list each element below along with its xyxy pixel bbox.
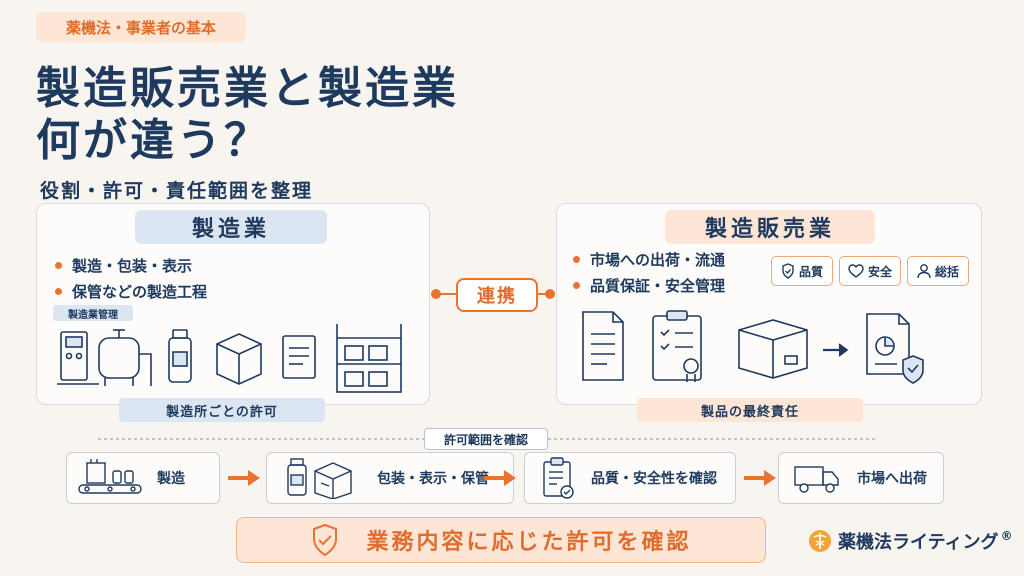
link-pill: 連携 <box>456 278 538 312</box>
marketing-heading: 製造販売業 <box>665 210 875 244</box>
page-title-line2: 何が違う？ <box>36 115 271 166</box>
person-icon <box>917 264 931 279</box>
bullet-item: 品質保証・安全管理 <box>573 272 725 298</box>
manufacturing-bullets: 製造・包装・表示 保管などの製造工程 <box>55 252 207 304</box>
bullet-item: 市場への出荷・流通 <box>573 246 725 272</box>
factory-conveyor-icon <box>78 459 142 494</box>
caduceus-logo-icon <box>809 530 831 552</box>
flow-arrow-icon <box>228 470 260 486</box>
flow-step-ship: 市場へ出荷 <box>778 452 944 504</box>
flow-step-label: 製造 <box>157 471 185 487</box>
bottle-box-icon <box>287 458 352 499</box>
truck-icon <box>794 466 839 493</box>
marketing-panel: 製造販売業 市場への出荷・流通 品質保証・安全管理 品質 安全 総括 <box>556 203 982 422</box>
flow-step-label: 包装・表示・保管 <box>377 471 489 487</box>
page-subtitle: 役割・許可・責任範囲を整理 <box>40 180 314 202</box>
manufacturing-heading: 製造業 <box>135 210 327 244</box>
permit-range-tag: 許可範囲を確認 <box>424 428 548 450</box>
flow-step-packaging: 包装・表示・保管 <box>266 452 514 504</box>
flow-arrow-icon <box>484 470 516 486</box>
marketing-footer: 製品の最終責任 <box>637 398 863 422</box>
badge-safety: 安全 <box>839 256 901 286</box>
shield-check-icon <box>313 523 338 557</box>
manufacturing-manager-tag: 製造業管理 <box>53 305 133 321</box>
badge-quality: 品質 <box>771 256 833 286</box>
confirm-label: 業務内容に応じた許可を確認 <box>366 530 692 555</box>
brand-logo: 薬機法ライティング ® <box>808 528 1013 554</box>
manufacturing-footer: 製造所ごとの許可 <box>119 398 325 422</box>
page-title-line1: 製造販売業と製造業 <box>36 63 459 114</box>
shield-check-icon <box>782 263 794 279</box>
flow-arrow-icon <box>744 470 776 486</box>
brand-name: 薬機法ライティング <box>838 532 999 553</box>
flow-step-label: 品質・安全性を確認 <box>591 471 717 487</box>
flow-step-manufacture: 製造 <box>66 452 220 504</box>
heart-icon <box>848 264 864 278</box>
manufacturing-panel: 製造業 製造・包装・表示 保管などの製造工程 製造業管理 <box>36 203 430 422</box>
bullet-item: 保管などの製造工程 <box>55 278 207 304</box>
flow-step-quality-check: 品質・安全性を確認 <box>524 452 736 504</box>
category-tag: 薬機法・事業者の基本 <box>36 12 246 42</box>
bullet-item: 製造・包装・表示 <box>55 252 207 278</box>
marketing-flow-icon <box>577 308 967 386</box>
marketing-bullets: 市場への出荷・流通 品質保証・安全管理 <box>573 246 725 298</box>
confirm-permit-bar: 業務内容に応じた許可を確認 <box>236 517 766 563</box>
factory-equipment-icon <box>55 324 415 394</box>
flow-step-label: 市場へ出荷 <box>857 471 927 487</box>
badge-general: 総括 <box>907 256 969 286</box>
clipboard-check-icon <box>543 457 574 499</box>
registered-mark: ® <box>1000 529 1013 543</box>
